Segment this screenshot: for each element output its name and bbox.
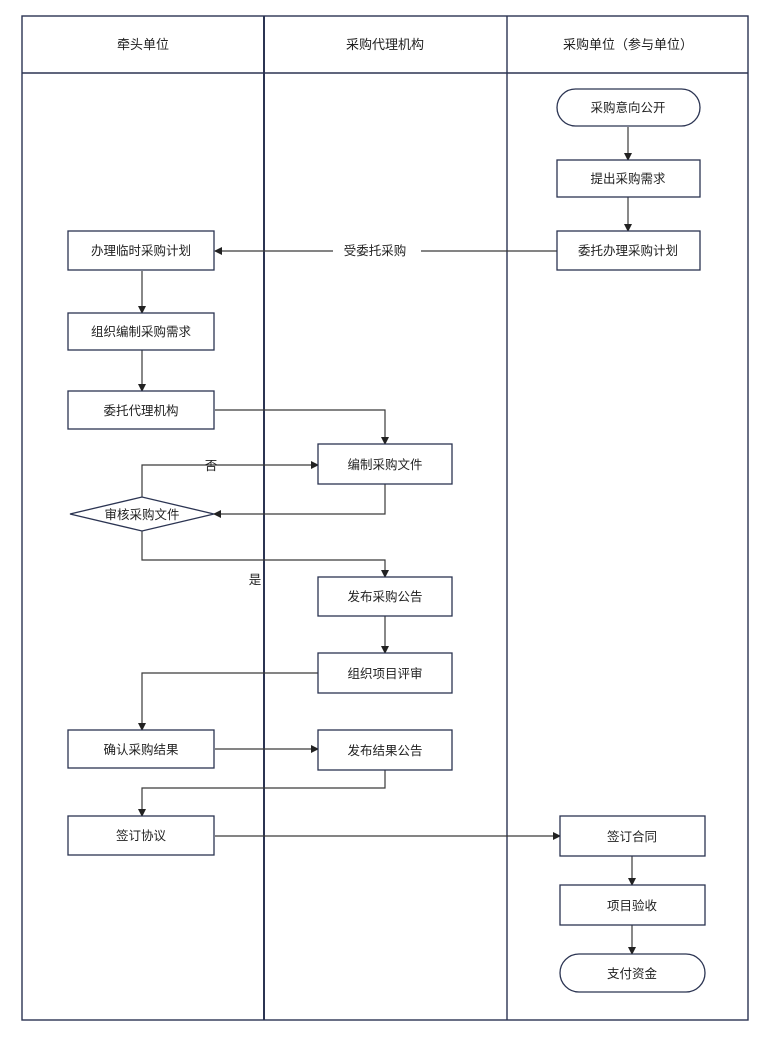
node-entrust-agency: 委托代理机构: [67, 390, 215, 430]
node-contract: 签订合同: [559, 815, 706, 857]
node-review: 审核采购文件: [69, 496, 215, 532]
node-org-demand: 组织编制采购需求: [67, 312, 215, 351]
swimlane-frame: [21, 15, 749, 1021]
node-contract-label: 签订合同: [607, 829, 657, 844]
edge-label-entrusted: 受委托采购: [344, 243, 407, 258]
node-demand: 提出采购需求: [556, 159, 701, 198]
node-pay-label: 支付资金: [607, 966, 658, 981]
node-entrust-agency-label: 委托代理机构: [103, 403, 178, 418]
node-confirm-label: 确认采购结果: [103, 742, 179, 757]
edge-review-yes: [141, 531, 389, 578]
node-accept-label: 项目验收: [607, 898, 658, 913]
edges: [138, 127, 636, 955]
node-eval: 组织项目评审: [317, 652, 453, 694]
edge-label-no: 否: [205, 458, 218, 473]
node-org-demand-label: 组织编制采购需求: [91, 324, 192, 339]
edge-entrust-agency-to-compile: [215, 409, 389, 445]
node-review-label: 审核采购文件: [104, 507, 179, 522]
node-compile-docs: 编制采购文件: [317, 443, 453, 485]
node-publish-result-label: 发布结果公告: [347, 743, 422, 758]
edge-publish-result-to-sign: [138, 770, 386, 817]
node-entrust-plan-label: 委托办理采购计划: [578, 243, 678, 258]
node-sign-agreement: 签订协议: [67, 815, 215, 856]
node-open-label: 采购意向公开: [590, 100, 665, 115]
node-demand-label: 提出采购需求: [590, 171, 666, 186]
node-open: 采购意向公开: [556, 88, 701, 127]
node-confirm: 确认采购结果: [67, 729, 215, 769]
edge-eval-to-confirm: [138, 672, 318, 731]
edge-review-no: [141, 461, 319, 497]
node-eval-label: 组织项目评审: [347, 666, 422, 681]
edge-compile-to-review: [213, 484, 386, 518]
node-accept: 项目验收: [559, 884, 706, 926]
node-temp-plan: 办理临时采购计划: [67, 230, 215, 271]
node-pay: 支付资金: [559, 953, 706, 993]
lane-header-lead: 牵头单位: [117, 38, 169, 53]
node-publish-notice: 发布采购公告: [317, 576, 453, 617]
node-sign-agreement-label: 签订协议: [116, 828, 167, 843]
node-temp-plan-label: 办理临时采购计划: [91, 243, 191, 258]
node-publish-result: 发布结果公告: [317, 729, 453, 771]
lane-header-agency: 采购代理机构: [346, 37, 424, 53]
node-compile-docs-label: 编制采购文件: [347, 457, 422, 472]
node-publish-notice-label: 发布采购公告: [347, 589, 422, 604]
lane-header-purchaser: 采购单位（参与单位）: [563, 37, 693, 53]
edge-label-bg: [333, 241, 421, 259]
edge-label-yes: 是: [249, 572, 262, 587]
node-entrust-plan: 委托办理采购计划: [556, 230, 701, 271]
